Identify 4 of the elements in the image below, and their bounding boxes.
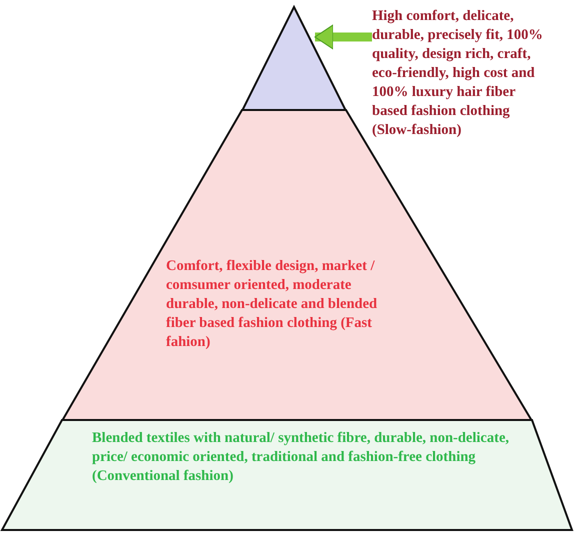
tier-description: Comfort, flexible design, market / comsumer oriented, moderate durable, non-delicate and blended fiber based fashion clothing (Fast fahion)	[166, 257, 378, 352]
tier-description: High comfort, delicate, durable, precisely fit, 100% quality, design rich, craft, eco-friendly, high cost and 100% luxury hair fiber based fashion clothing (Slow-fashion)	[372, 7, 544, 140]
tier-description: Blended textiles with natural/ synthetic fibre, durable, non-delicate, price/ economic oriented, traditional and fashion-free clothing (Conventional fashion)	[92, 429, 510, 486]
arrow	[314, 24, 372, 50]
